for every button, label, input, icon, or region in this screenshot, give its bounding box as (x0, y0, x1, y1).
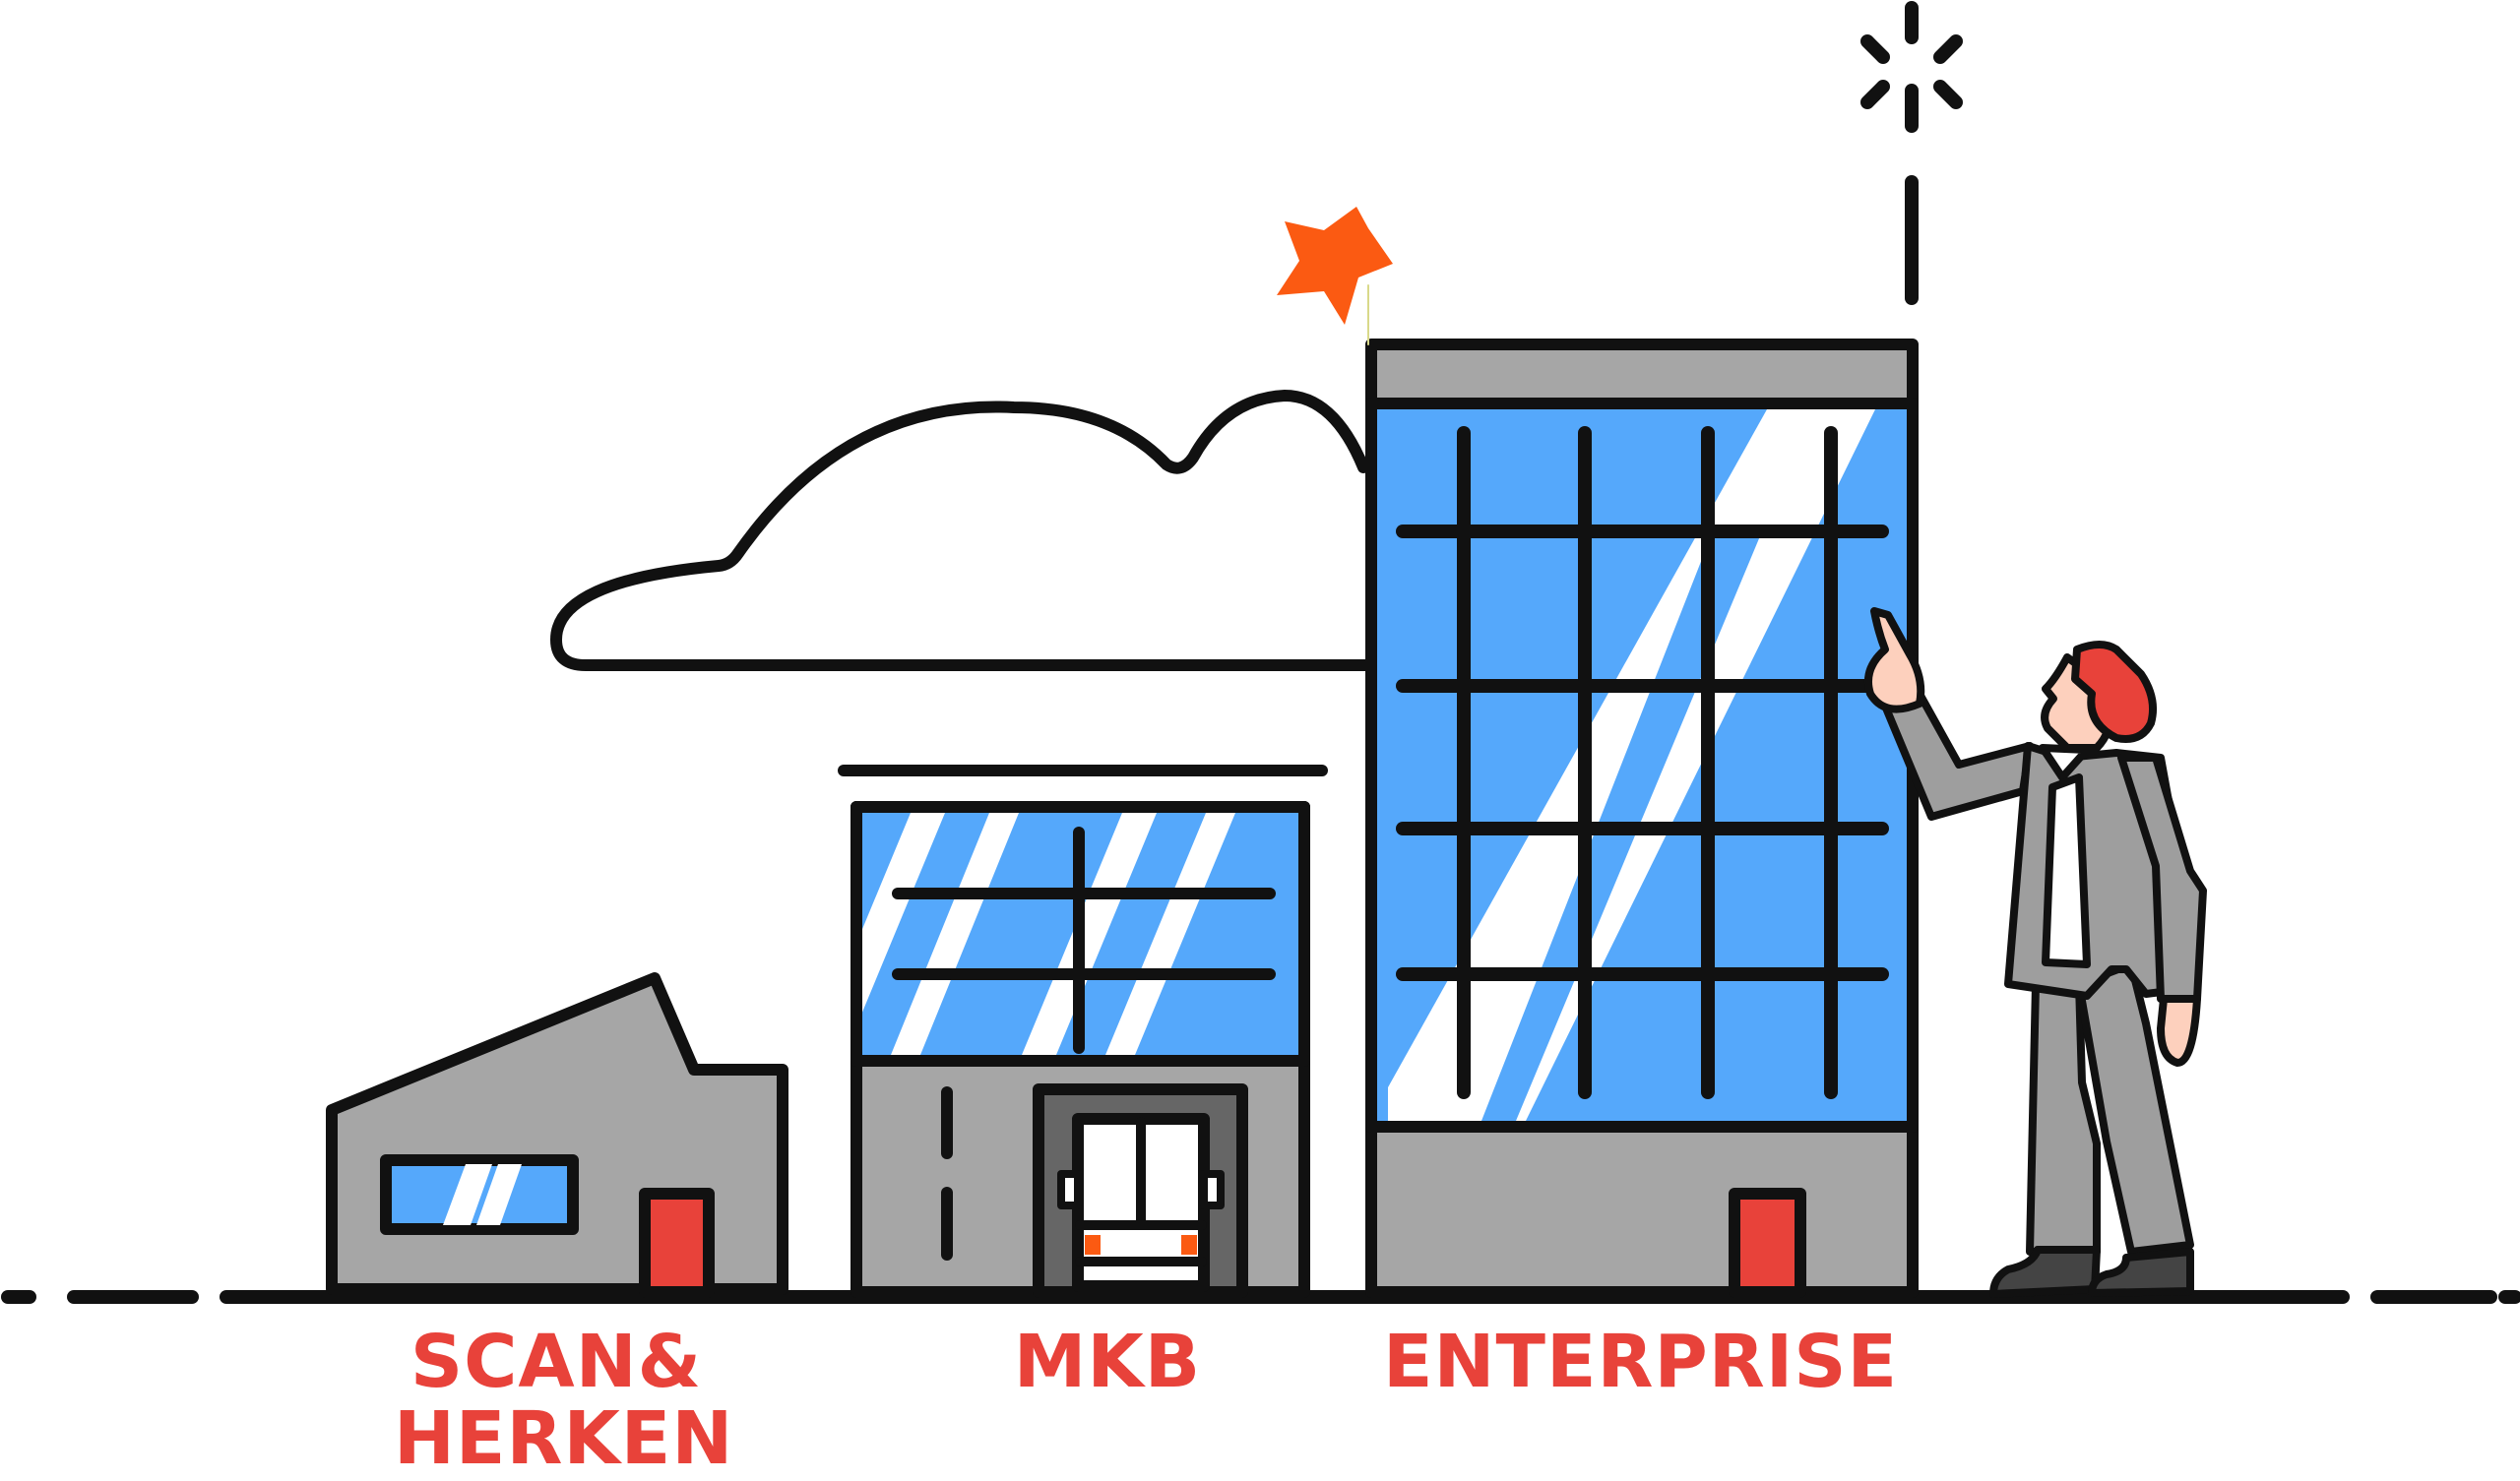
label-scan-line1: SCAN& (410, 1320, 703, 1404)
mkb-building (810, 765, 1328, 1298)
sparkle-icon (1860, 1, 1963, 133)
enterprise-door (1729, 1188, 1806, 1298)
label-scan-line2: HERKEN (394, 1396, 734, 1481)
label-mkb: MKB (1013, 1320, 1202, 1404)
cloud-icon (550, 390, 1374, 671)
star-icon (1277, 207, 1393, 345)
label-enterprise: ENTERPRISE (1383, 1320, 1899, 1404)
label-scan-herken: SCAN& HERKEN (394, 1320, 734, 1481)
businessman (1863, 607, 2207, 1298)
scan-herken-building (326, 972, 788, 1298)
warehouse-door (639, 1188, 715, 1298)
enterprise-building (1365, 175, 1919, 1298)
